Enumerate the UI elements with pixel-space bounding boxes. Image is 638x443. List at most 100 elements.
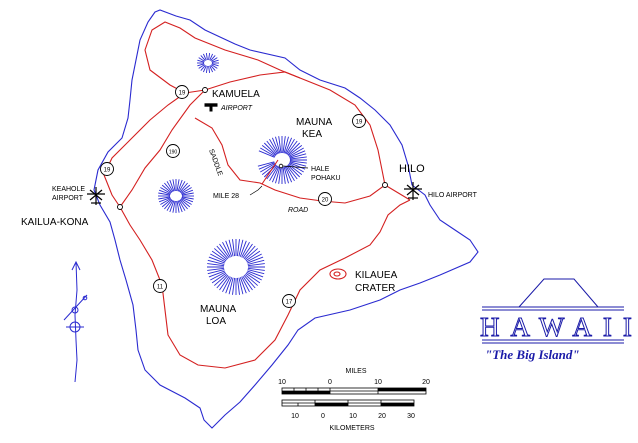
road-hwy19-north bbox=[184, 71, 386, 186]
peak-hualalai-tick bbox=[180, 184, 191, 194]
peak-kohala-tick bbox=[210, 55, 216, 61]
peak-kea-tick bbox=[289, 156, 307, 160]
hilo-marker bbox=[382, 182, 388, 188]
svg-text:20: 20 bbox=[322, 198, 329, 204]
label-mauna-loa-2: LOA bbox=[206, 316, 226, 327]
highway-shield-20: 20 bbox=[318, 192, 332, 206]
peak-kea-tick bbox=[283, 136, 289, 154]
label-kamuela-airport: AIRPORT bbox=[220, 105, 253, 112]
peak-hualalai-tick bbox=[158, 192, 171, 196]
peak-hualalai-tick bbox=[158, 189, 171, 195]
hualalai-peak-hachures bbox=[158, 179, 194, 213]
road-network bbox=[103, 21, 411, 369]
peak-kohala-tick bbox=[208, 65, 211, 73]
peak-hualalai-tick bbox=[176, 200, 180, 213]
peak-hualalai-tick bbox=[177, 200, 183, 213]
hilo-airport-icon bbox=[404, 182, 422, 200]
peak-hualalai-tick bbox=[180, 198, 192, 205]
kilauea-crater-inner bbox=[333, 271, 341, 277]
peak-kea-tick bbox=[269, 138, 279, 155]
peak-loa-tick bbox=[247, 267, 265, 271]
label-kamuela: KAMUELA bbox=[212, 89, 260, 100]
highway-shield-17: 17 bbox=[282, 294, 296, 308]
scale-km-tick-3: 20 bbox=[378, 413, 386, 420]
label-hale-pohaku-1: HALE bbox=[311, 166, 330, 173]
highway-shield-190: 190 bbox=[166, 144, 180, 158]
label-keahole-1: KEAHOLE bbox=[52, 186, 85, 193]
peak-kea-tick bbox=[257, 161, 275, 167]
peak-hualalai-tick bbox=[166, 181, 174, 192]
peak-loa-tick bbox=[216, 245, 229, 260]
peak-loa-tick bbox=[228, 277, 234, 295]
peak-loa-tick bbox=[246, 271, 262, 281]
hale-pohaku-marker bbox=[278, 163, 284, 169]
peak-loa-tick bbox=[246, 253, 262, 263]
label-road: ROAD bbox=[288, 207, 308, 214]
label-keahole-2: AIRPORT bbox=[52, 195, 84, 202]
peak-loa-tick bbox=[247, 270, 264, 278]
scale-bar: MILES 10 0 10 20 10 0 10 20 30 KILOMETE bbox=[278, 368, 430, 432]
peak-kea-tick bbox=[282, 136, 286, 154]
peak-loa-tick bbox=[228, 239, 234, 257]
peak-loa-tick bbox=[241, 276, 250, 293]
peak-loa-tick bbox=[244, 273, 258, 286]
peak-kea-tick bbox=[287, 142, 301, 156]
peak-hualalai-tick bbox=[166, 200, 174, 211]
road-hwy19-west bbox=[103, 92, 186, 208]
svg-text:19: 19 bbox=[104, 168, 111, 174]
scale-miles-label: MILES bbox=[345, 368, 366, 375]
peak-kohala-tick bbox=[205, 53, 208, 61]
keahole-airport-icon bbox=[87, 187, 105, 205]
label-hale-pohaku-2: POHAKU bbox=[311, 175, 341, 182]
peak-kea-tick bbox=[286, 140, 298, 155]
peak-kea-tick bbox=[278, 136, 282, 154]
peak-kea-tick bbox=[271, 166, 280, 183]
peak-kea-tick bbox=[271, 137, 280, 154]
peak-hualalai-tick bbox=[179, 182, 188, 193]
peak-loa-tick bbox=[211, 272, 227, 284]
peak-kea-tick bbox=[260, 147, 276, 157]
peak-loa-tick bbox=[207, 269, 225, 275]
peak-loa-tick bbox=[219, 275, 230, 291]
scale-miles-tick-0: 10 bbox=[278, 379, 286, 386]
peak-kea-tick bbox=[275, 166, 281, 184]
scale-km-tick-4: 30 bbox=[407, 413, 415, 420]
peak-hualalai-tick bbox=[160, 198, 172, 205]
peak-loa-tick bbox=[247, 263, 265, 267]
road-mauna-kea-access bbox=[261, 159, 279, 185]
scale-km-label: KILOMETERS bbox=[329, 425, 374, 432]
peak-loa-tick bbox=[210, 271, 226, 281]
scale-miles-tick-2: 10 bbox=[374, 379, 382, 386]
peak-kea-tick bbox=[266, 165, 278, 180]
peak-hualalai-tick bbox=[158, 196, 171, 200]
peak-hualalai-tick bbox=[176, 179, 180, 192]
svg-text:19: 19 bbox=[356, 120, 363, 126]
title-hawaii: HAWAII bbox=[480, 312, 638, 342]
peak-kea-tick bbox=[278, 166, 282, 184]
peak-loa-tick bbox=[247, 259, 265, 265]
kailua-kona-marker bbox=[117, 204, 123, 210]
label-mauna-kea-1: MAUNA bbox=[296, 117, 332, 128]
peak-kea-tick bbox=[288, 163, 303, 175]
peak-loa-tick bbox=[222, 241, 231, 258]
peak-loa-tick bbox=[236, 239, 240, 257]
peak-kea-tick bbox=[258, 162, 275, 170]
mauna-loa-peak-hachures bbox=[207, 239, 265, 295]
highway-shield-11: 11 bbox=[153, 279, 167, 293]
kilauea-crater-ring bbox=[329, 268, 347, 280]
peak-kea-tick bbox=[260, 163, 276, 173]
peak-loa-tick bbox=[222, 276, 231, 293]
peak-hualalai-tick bbox=[164, 182, 173, 193]
label-saddle: SADDLE bbox=[207, 148, 223, 177]
peak-kohala-tick bbox=[200, 65, 206, 71]
peak-kohala-tick bbox=[202, 53, 207, 61]
peak-hualalai-tick bbox=[161, 198, 172, 208]
title-block: HAWAII "The Big Island" bbox=[480, 278, 638, 362]
label-kilauea-2: CRATER bbox=[355, 283, 395, 294]
peak-loa-tick bbox=[210, 253, 226, 263]
peak-kea-tick bbox=[282, 166, 286, 184]
peak-kohala-tick bbox=[211, 64, 218, 69]
peak-kohala-tick bbox=[211, 63, 219, 67]
peak-loa-tick bbox=[236, 277, 240, 295]
